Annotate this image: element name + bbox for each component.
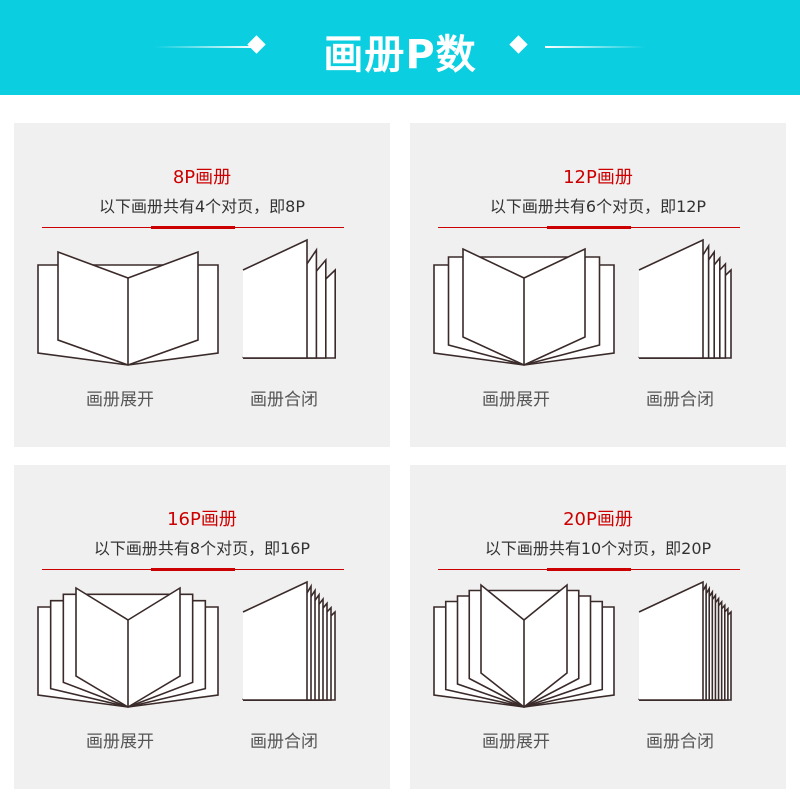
divider-accent — [547, 568, 631, 571]
book-diagram — [37, 238, 337, 366]
panel-description: 以下画册共有4个对页，即8P — [98, 197, 305, 216]
panel-title: 20P画册 — [563, 509, 633, 530]
closed-label: 画册合闭 — [250, 390, 318, 410]
closed-label: 画册合闭 — [250, 732, 318, 752]
open-leaf-left — [75, 586, 129, 708]
divider-accent — [151, 226, 235, 229]
open-leaf-right — [523, 583, 568, 708]
open-leaf-right — [523, 247, 586, 366]
closed-leaf — [638, 580, 704, 701]
panel-description: 以下画册共有8个对页，即16P — [93, 539, 311, 558]
header-banner: 画册P数 — [0, 0, 800, 95]
panel-16P画册: 16P画册 以下画册共有8个对页，即16P 画册展开 画册合闭 — [14, 465, 390, 789]
closed-leaf — [242, 580, 308, 701]
open-label: 画册展开 — [482, 732, 550, 752]
book-diagram — [433, 580, 732, 708]
open-label: 画册展开 — [86, 390, 154, 410]
open-leaf-right — [127, 586, 181, 708]
decor-line-right — [545, 46, 645, 48]
divider-accent — [151, 568, 235, 571]
open-leaf-left — [462, 247, 525, 366]
panel-title: 16P画册 — [167, 509, 237, 530]
open-label: 画册展开 — [482, 390, 550, 410]
open-label: 画册展开 — [86, 732, 154, 752]
panel-title: 8P画册 — [172, 167, 232, 188]
decor-line-left — [155, 46, 255, 48]
panel-20P画册: 20P画册 以下画册共有10个对页，即20P 画册展开 画册合闭 — [410, 465, 786, 789]
closed-leaf — [638, 238, 704, 359]
open-leaf-left — [480, 583, 525, 708]
book-diagram — [37, 580, 336, 708]
divider-accent — [547, 226, 631, 229]
open-leaf-right — [127, 250, 199, 366]
book-diagram — [433, 238, 732, 366]
panel-description: 以下画册共有6个对页，即12P — [489, 197, 707, 216]
open-leaf-left — [57, 250, 129, 366]
page-title: 画册P数 — [323, 32, 477, 78]
panel-8P画册: 8P画册 以下画册共有4个对页，即8P 画册展开 画册合闭 — [14, 123, 390, 447]
panel-description: 以下画册共有10个对页，即20P — [484, 539, 712, 558]
closed-label: 画册合闭 — [646, 390, 714, 410]
panel-title: 12P画册 — [563, 167, 633, 188]
closed-leaf — [242, 238, 308, 359]
panel-12P画册: 12P画册 以下画册共有6个对页，即12P 画册展开 画册合闭 — [410, 123, 786, 447]
closed-label: 画册合闭 — [646, 732, 714, 752]
